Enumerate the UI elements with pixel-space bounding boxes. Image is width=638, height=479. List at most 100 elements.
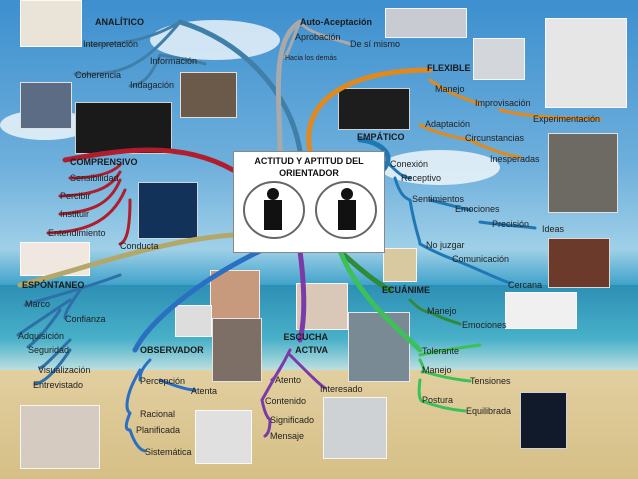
node-cercana: Cercana (508, 280, 543, 290)
node-aprobacion: Aprobación (295, 32, 341, 42)
node-entrevistado: Entrevistado (33, 380, 84, 390)
empatico-branch (357, 137, 391, 173)
node-sensibilidad: Sensibilidad (70, 173, 119, 183)
cloud-decoration (380, 150, 500, 185)
escucha-branch (297, 248, 307, 343)
flexible-subbranches (418, 78, 602, 159)
node-contenido: Contenido (265, 396, 307, 406)
analitico-branch (177, 19, 303, 154)
empathy-heads-image (338, 88, 410, 130)
node-comunicacion: Comunicación (452, 254, 510, 264)
empatico-subbranches (388, 163, 537, 285)
node-espontaneo: ESPÓNTANEO (22, 280, 85, 290)
team-photo (473, 38, 525, 80)
node-marco: Marco (25, 299, 51, 309)
node-ideas: Ideas (542, 224, 565, 234)
brain-head-image (20, 0, 82, 47)
node-observador: OBSERVADOR (140, 345, 204, 355)
ecuanime-subbranches (408, 298, 462, 326)
node-atento: Atento (275, 375, 302, 385)
tolerante-branch (337, 248, 423, 353)
espontaneo-subbranches (16, 273, 122, 386)
node-empatico: EMPÁTICO (357, 132, 405, 142)
node-comprensivo: COMPRENSIVO (70, 157, 138, 167)
node-manejo-flexible: Manejo (435, 84, 465, 94)
desk-meeting-photo (505, 292, 577, 329)
node-tensiones: Tensiones (470, 376, 511, 386)
node-precision: Precisión (492, 219, 530, 229)
node-atenta: Atenta (191, 386, 218, 396)
node-conexion: Conexión (390, 159, 429, 169)
node-ecuanime: ECUÁNIME (382, 285, 431, 295)
node-adquisicion: Adquisición (18, 331, 65, 341)
magnifier-image (175, 305, 212, 337)
node-postura: Postura (422, 395, 454, 405)
analitico-subbranches (73, 20, 207, 88)
node-interpretacion: Interpretación (83, 39, 139, 49)
counselor-illustration (243, 181, 377, 239)
node-planificada: Planificada (136, 425, 181, 435)
node-experimentacion: Experimentación (533, 114, 601, 124)
node-percibir: Percibir (60, 191, 91, 201)
node-equilibrada: Equilibrada (466, 406, 512, 416)
node-coherencia: Coherencia (75, 70, 122, 80)
flexible-people-image (545, 18, 627, 108)
auto-aceptacion-branch (275, 19, 303, 154)
espontaneo-branch (17, 232, 236, 288)
central-topic-box: ACTITUD Y APTITUD DEL ORIENTADOR (233, 151, 385, 253)
interview-photo (180, 72, 237, 118)
node-entendimiento: Entendimiento (48, 228, 106, 238)
node-adaptacion: Adaptación (425, 119, 471, 129)
node-percepcion: Percepción (140, 376, 186, 386)
node-flexible: FLEXIBLE (427, 63, 471, 73)
node-analitico: ANALÍTICO (95, 17, 144, 27)
node-racional: Racional (140, 409, 176, 419)
node-visualizacion: Visualización (38, 365, 91, 375)
node-no-juzgar: No juzgar (426, 240, 465, 250)
node-auto-aceptacion: Auto-Aceptación (300, 17, 372, 27)
node-confianza: Confianza (65, 314, 106, 324)
node-sentimientos: Sentimientos (412, 194, 465, 204)
node-significado: Significado (270, 415, 315, 425)
node-sistematica: Sistemática (145, 447, 192, 457)
sitting-people-photo (195, 410, 252, 464)
node-seguridad: Seguridad (28, 345, 70, 355)
faces-silhouette-image (75, 102, 172, 154)
node-informacion: Información (150, 56, 198, 66)
conversation-photo (548, 133, 618, 213)
node-inesperadas: Inesperadas (490, 154, 540, 164)
ecuanime-branch (337, 248, 393, 293)
observador-subbranches (124, 358, 197, 453)
auto-aceptacion-subbranches (283, 20, 352, 59)
meeting-photo (20, 82, 72, 129)
two-women-photo (20, 405, 100, 469)
node-emociones-ecuanime: Emociones (462, 320, 507, 330)
node-conducta: Conducta (120, 241, 159, 251)
comprensivo-branch (62, 147, 236, 173)
observador-branch (132, 248, 263, 353)
escucha-subbranches (260, 348, 327, 438)
men-talking-photo (323, 397, 387, 459)
central-topic-title: ACTITUD Y APTITUD DEL ORIENTADOR (254, 156, 364, 178)
node-mensaje: Mensaje (270, 431, 305, 441)
node-interesado: Interesado (320, 384, 363, 394)
node-receptivo: Receptivo (401, 173, 442, 183)
office-photo (385, 8, 467, 38)
digital-heads-image (138, 182, 198, 239)
handshake-photo (548, 238, 610, 288)
tolerante-subbranches (417, 343, 482, 413)
node-emociones-empatico: Emociones (455, 204, 500, 214)
node-tolerante: Tolerante (422, 346, 460, 356)
node-escucha-activa: ESCUCHA ACTIVA (283, 332, 328, 355)
node-hacia-los-demas: Hacia los demás (285, 55, 337, 62)
node-circunstancias: Circunstancias (465, 133, 525, 143)
flexible-branch (306, 67, 433, 154)
node-de-si-mismo: De sí mismo (350, 39, 401, 49)
comprensivo-subbranches (46, 163, 132, 246)
node-instituir: Instituir (60, 209, 90, 219)
node-indagacion: Indagación (130, 80, 175, 90)
blue-head-image (520, 392, 567, 449)
node-improvisacion: Improvisación (475, 98, 531, 108)
